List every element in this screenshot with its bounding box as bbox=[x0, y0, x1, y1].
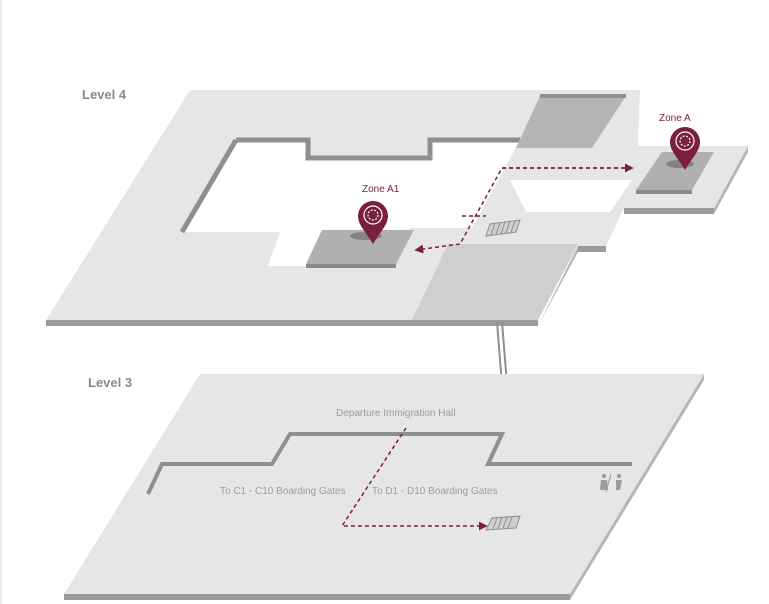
escalator-icon bbox=[485, 219, 521, 237]
gates-c-label: To C1 - C10 Boarding Gates bbox=[220, 486, 346, 497]
location-pin-icon bbox=[670, 127, 700, 170]
route-level-4 bbox=[414, 163, 634, 254]
level-4-label: Level 4 bbox=[82, 87, 127, 102]
escalator-icon bbox=[485, 515, 521, 531]
zone-a1-marker[interactable]: Zone A1 bbox=[350, 184, 400, 244]
zone-a-marker[interactable]: Zone A bbox=[659, 113, 700, 170]
zone-label: Zone A bbox=[659, 113, 691, 124]
level-3-label: Level 3 bbox=[88, 375, 132, 390]
level-3-floor bbox=[64, 374, 704, 600]
departure-hall-label: Departure Immigration Hall bbox=[336, 408, 456, 419]
route-level-3 bbox=[340, 427, 488, 531]
zone-label: Zone A1 bbox=[362, 184, 400, 195]
location-pin-icon bbox=[358, 201, 388, 244]
restroom-icon bbox=[600, 473, 622, 493]
level-4-floor bbox=[46, 90, 748, 326]
gates-d-label: To D1 - D10 Boarding Gates bbox=[372, 486, 498, 497]
